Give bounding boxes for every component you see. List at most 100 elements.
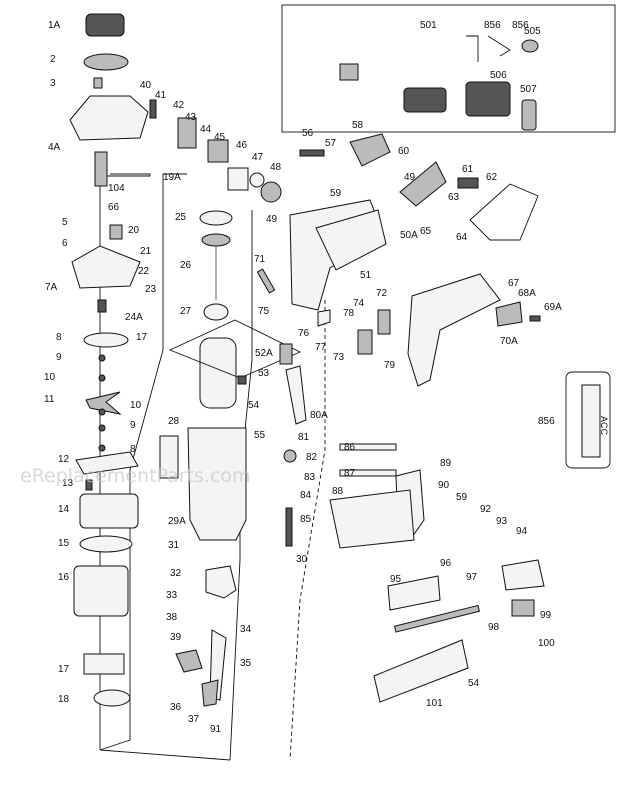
assembly-guide-center [289, 300, 326, 761]
part-number-label: 46 [236, 140, 248, 151]
part-number-label: 4A [48, 142, 61, 153]
part-number-label: 104 [108, 183, 125, 194]
part-number-label: 33 [166, 590, 178, 601]
part-number-label: 65 [420, 226, 432, 237]
part-screw-41 [149, 99, 157, 119]
part-number-label: 71 [254, 254, 266, 265]
acc-hex-key-2 [487, 35, 511, 57]
part-number-label: 75 [258, 306, 270, 317]
part-number-label: 2 [50, 54, 56, 65]
part-body-87 [329, 489, 415, 549]
part-battery-60 [399, 161, 447, 207]
part-number-label: 17 [58, 664, 70, 675]
part-number-label: 35 [240, 658, 252, 669]
part-housing-16 [73, 565, 129, 617]
part-number-label: 36 [170, 702, 182, 713]
part-ring-25 [199, 210, 233, 226]
part-number-label: 66 [108, 202, 120, 213]
part-sleeve-17 [83, 653, 125, 675]
part-number-label: 26 [180, 260, 192, 271]
part-block-53 [237, 375, 247, 385]
part-magazine-101 [373, 639, 469, 703]
part-plate-46 [227, 167, 249, 191]
part-number-label: 8 [56, 332, 62, 343]
part-number-label: 98 [488, 622, 500, 633]
part-number-label: 76 [298, 328, 310, 339]
part-number-label: 5 [62, 217, 68, 228]
part-number-label: 90 [438, 480, 450, 491]
part-number-label: 12 [58, 454, 70, 465]
part-number-label: 101 [426, 698, 443, 709]
part-number-label: 78 [343, 308, 355, 319]
part-washer-10b [98, 408, 106, 416]
part-number-label: 42 [173, 100, 185, 111]
part-panel-28 [159, 435, 179, 479]
part-number-label: 74 [353, 298, 365, 309]
part-number-label: 506 [490, 70, 507, 81]
part-number-label: 10 [130, 400, 142, 411]
part-number-label: 77 [315, 342, 327, 353]
part-washer-8b [98, 444, 106, 452]
part-number-label: 86 [344, 442, 356, 453]
part-number-label: 37 [188, 714, 200, 725]
part-rail-97 [393, 604, 481, 633]
part-number-label: 61 [462, 164, 474, 175]
part-bumper-27 [203, 303, 229, 321]
part-number-label: 9 [130, 420, 136, 431]
part-pin-56 [299, 149, 325, 157]
part-number-label: 85 [300, 514, 312, 525]
part-number-label: 72 [376, 288, 388, 299]
part-number-label: 70A [500, 336, 518, 347]
acc-tag-plate [581, 384, 601, 458]
part-cap [85, 13, 125, 37]
part-block-99 [511, 599, 535, 617]
part-number-label: 20 [128, 225, 140, 236]
acc-charger [339, 63, 359, 81]
part-ring-47 [249, 172, 265, 188]
part-number-label: 47 [252, 152, 264, 163]
part-washer-10 [98, 374, 106, 382]
part-number-label: 58 [352, 120, 364, 131]
part-number-label: 87 [344, 468, 356, 479]
part-number-label: 55 [254, 430, 266, 441]
part-cover-58 [349, 133, 391, 167]
part-number-label: 7A [45, 282, 58, 293]
part-number-label: 92 [480, 504, 492, 515]
part-label-61 [457, 177, 479, 189]
part-number-label: 1A [48, 20, 61, 31]
part-number-label: 507 [520, 84, 537, 95]
part-number-label: 48 [270, 162, 282, 173]
part-number-label: 49 [266, 214, 278, 225]
assembly-guide-bottom [99, 749, 231, 761]
part-bolt-51 [256, 268, 276, 294]
part-number-label: 856 [484, 20, 501, 31]
part-bracket-67 [495, 301, 523, 327]
part-number-label: 64 [456, 232, 468, 243]
part-number-label: 99 [540, 610, 552, 621]
part-number-label: 16 [58, 572, 70, 583]
part-number-label: 82 [306, 452, 318, 463]
part-number-label: 57 [325, 138, 337, 149]
part-number-label: 43 [185, 112, 197, 123]
part-clip-72 [357, 329, 373, 355]
part-number-label: 79 [384, 360, 396, 371]
part-number-label: 97 [466, 572, 478, 583]
part-number-label: 21 [140, 246, 152, 257]
part-number-label: 45 [214, 132, 226, 143]
part-number-label: 9 [56, 352, 62, 363]
part-follower-93 [501, 559, 545, 591]
part-number-label: 31 [168, 540, 180, 551]
part-number-label: 23 [145, 284, 157, 295]
part-number-label: 59 [330, 188, 342, 199]
part-spark-plug [94, 151, 108, 187]
part-carrier-95 [387, 575, 441, 611]
part-number-label: 91 [210, 724, 222, 735]
part-number-label: 93 [496, 516, 508, 527]
part-bracket-75 [317, 309, 331, 327]
acc-hex-key-1 [466, 35, 479, 62]
part-clip-18 [93, 689, 131, 707]
accessory-kit-box [281, 4, 616, 133]
part-number-label: 22 [138, 266, 150, 277]
part-number-label: 62 [486, 172, 498, 183]
